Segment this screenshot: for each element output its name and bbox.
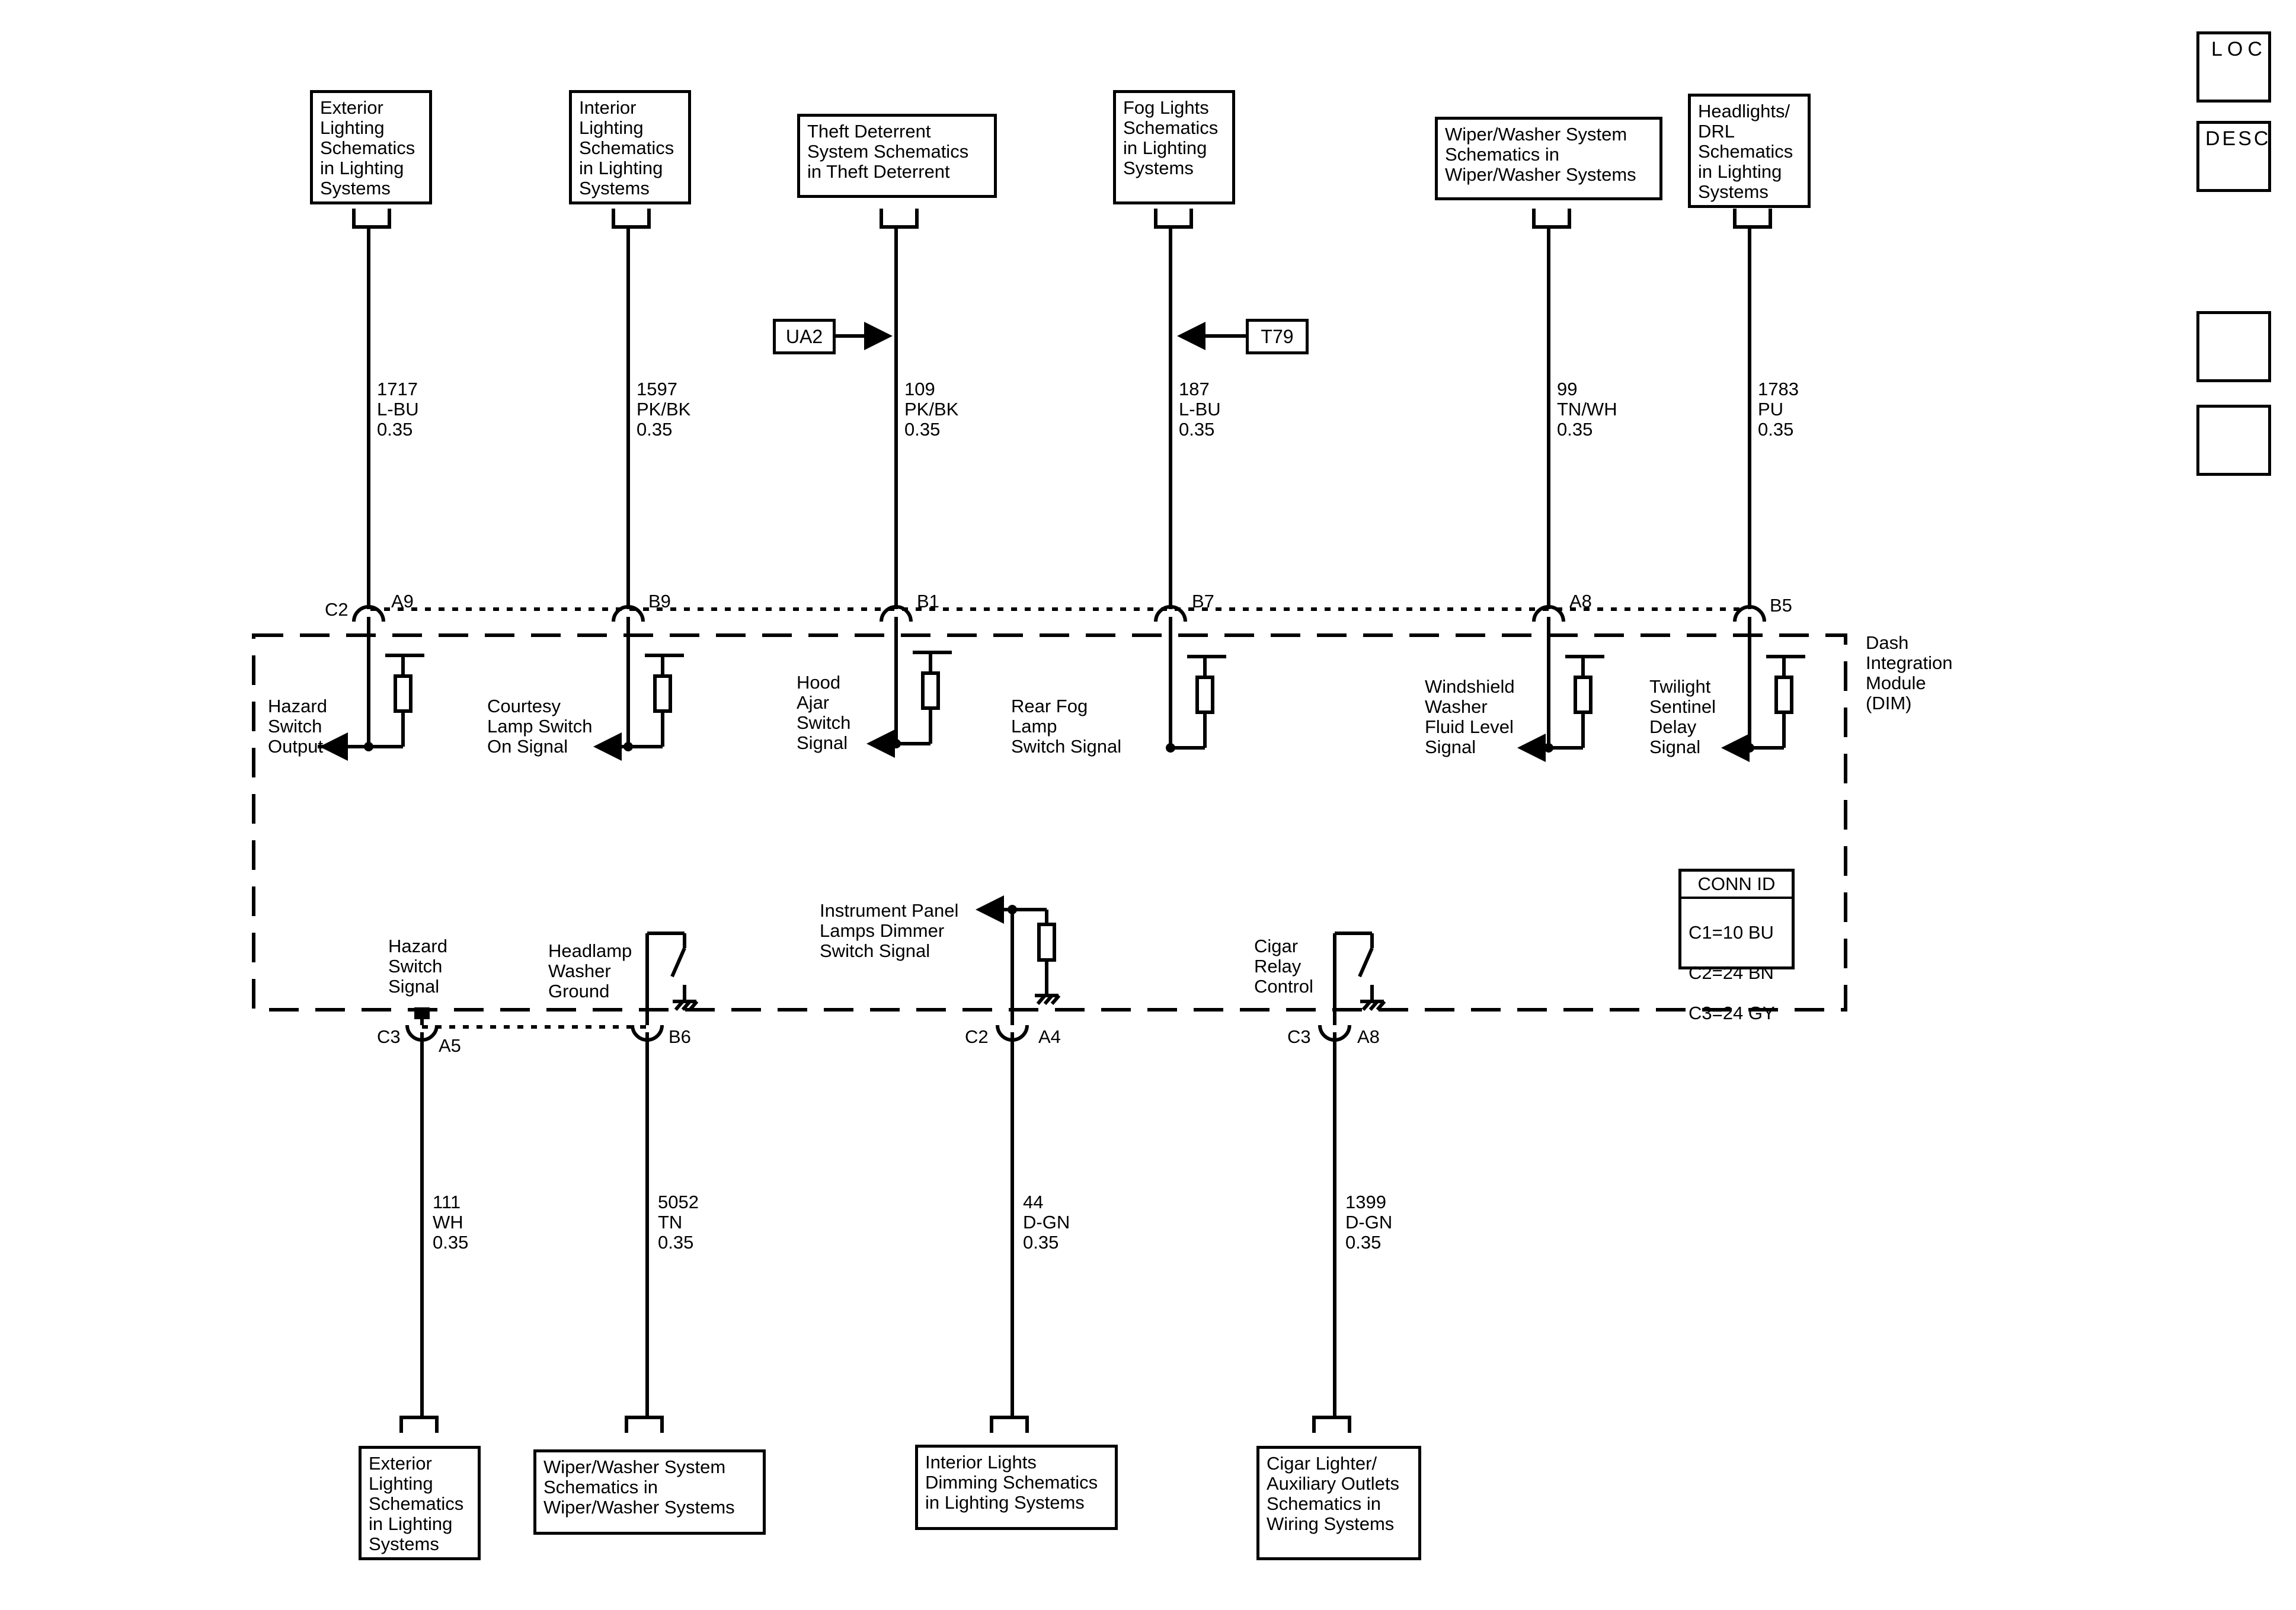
circuit-5052	[625, 932, 699, 1433]
splice-dot	[1008, 905, 1017, 914]
previous-button[interactable]	[2196, 405, 2271, 476]
loc-button[interactable]: LOC	[2196, 31, 2271, 103]
bottom-ref-cigar-lighter[interactable]: Cigar Lighter/ Auxiliary Outlets Schemat…	[1256, 1446, 1421, 1560]
wire-label: 109 PK/BK 0.35	[904, 379, 959, 440]
circuit-187	[1154, 209, 1246, 750]
signal-label: Hazard Switch Output	[268, 696, 327, 757]
conn-id-title: CONN ID	[1681, 872, 1792, 899]
module-name: Dash Integration Module (DIM)	[1866, 632, 1953, 713]
circuit-1717	[318, 209, 424, 761]
top-ref-exterior-lighting[interactable]: Exterior Lighting Schematics in Lighting…	[310, 90, 432, 204]
circuit-1783	[1721, 209, 1805, 762]
pin-label: B1	[917, 591, 939, 612]
connector-label: C3	[1287, 1026, 1311, 1047]
top-ref-interior-lighting[interactable]: Interior Lighting Schematics in Lighting…	[569, 90, 691, 204]
splice-dot	[364, 742, 373, 751]
signal-label: Windshield Washer Fluid Level Signal	[1425, 676, 1515, 757]
pin-label: B6	[669, 1026, 691, 1047]
splice-dot	[1544, 743, 1553, 753]
option-tag-t79: T79	[1246, 319, 1309, 354]
splice-dot	[623, 742, 633, 751]
circuit-109	[836, 209, 952, 758]
top-ref-headlights-drl[interactable]: Headlights/ DRL Schematics in Lighting S…	[1688, 94, 1811, 208]
pin-label: A8	[1357, 1026, 1380, 1047]
circuit-44	[976, 895, 1061, 1433]
wire-label: 1399 D-GN 0.35	[1345, 1192, 1393, 1253]
wrench-button[interactable]	[2193, 219, 2276, 290]
wire-label: 1597 PK/BK 0.35	[637, 379, 691, 440]
pin-label: B9	[648, 591, 671, 612]
splice-dot	[1745, 743, 1754, 753]
circuit-111	[399, 1010, 439, 1433]
top-ref-fog-lights[interactable]: Fog Lights Schematics in Lighting System…	[1113, 90, 1235, 204]
signal-label: Rear Fog Lamp Switch Signal	[1011, 696, 1122, 757]
top-ref-theft-deterrent[interactable]: Theft Deterrent System Schematics in The…	[797, 114, 997, 198]
connector-label: C2	[965, 1026, 989, 1047]
bottom-ref-interior-lights-dimming[interactable]: Interior Lights Dimming Schematics in Li…	[915, 1445, 1118, 1530]
pin-label: B7	[1192, 591, 1214, 612]
pin-label: A5	[439, 1035, 461, 1056]
conn-id-table: CONN ID C1=10 BU C2=24 BN C3=24 GY	[1678, 869, 1795, 1023]
loc-label: LOC	[2211, 38, 2267, 60]
signal-label: Hood Ajar Switch Signal	[797, 672, 851, 753]
signal-label: Cigar Relay Control	[1254, 936, 1313, 997]
option-tag-ua2: UA2	[773, 319, 836, 354]
top-ref-wiper-washer[interactable]: Wiper/Washer System Schematics in Wiper/…	[1435, 117, 1662, 200]
wire-label: 1783 PU 0.35	[1758, 379, 1799, 440]
splice-dot	[891, 739, 901, 748]
desc-label: DESC	[2205, 127, 2271, 150]
pin-label: A9	[391, 591, 414, 612]
wire-label: 1717 L-BU 0.35	[377, 379, 419, 440]
signal-label: Headlamp Washer Ground	[548, 940, 632, 1001]
conn-id-row: C3=24 GY	[1689, 1003, 1775, 1023]
signal-label: Hazard Switch Signal	[388, 936, 447, 997]
circuit-99	[1517, 209, 1604, 762]
connector-label: C2	[325, 599, 348, 620]
splice-dot	[1166, 743, 1175, 753]
conn-id-row: C2=24 BN	[1689, 962, 1774, 983]
signal-label: Courtesy Lamp Switch On Signal	[487, 696, 593, 757]
conn-id-row: C1=10 BU	[1689, 922, 1774, 943]
wire-label: 5052 TN 0.35	[658, 1192, 699, 1253]
wire-label: 99 TN/WH 0.35	[1557, 379, 1617, 440]
bottom-ref-wiper-washer[interactable]: Wiper/Washer System Schematics in Wiper/…	[533, 1449, 766, 1535]
signal-label: Twilight Sentinel Delay Signal	[1649, 676, 1716, 757]
desc-button[interactable]: DESC	[2196, 121, 2271, 192]
pin-label: A4	[1038, 1026, 1061, 1047]
pin-stub	[414, 1007, 430, 1019]
pin-label: B5	[1770, 595, 1792, 616]
wire-label: 111 WH 0.35	[433, 1192, 469, 1253]
circuit-1597	[593, 209, 684, 761]
dim-module-boundary	[252, 633, 1847, 1012]
circuit-1399	[1312, 932, 1386, 1433]
signal-label: Instrument Panel Lamps Dimmer Switch Sig…	[820, 900, 959, 961]
wire-label: 187 L-BU 0.35	[1179, 379, 1221, 440]
pin-label: A8	[1569, 591, 1592, 612]
connector-label: C3	[377, 1026, 401, 1047]
next-button[interactable]	[2196, 311, 2271, 382]
wire-label: 44 D-GN 0.35	[1023, 1192, 1070, 1253]
bottom-ref-exterior-lighting[interactable]: Exterior Lighting Schematics in Lighting…	[359, 1446, 481, 1560]
